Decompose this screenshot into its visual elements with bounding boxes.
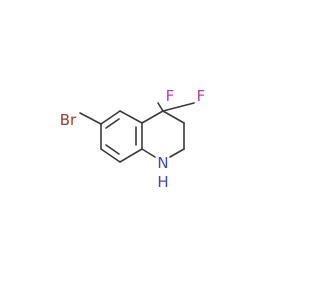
bond-c4-f2 (162, 102, 195, 112)
atom-bromine: Br (60, 111, 77, 129)
atom-nitrogen-hydrogen: H (157, 173, 168, 191)
bond-c7-c8-inner (105, 144, 120, 155)
bond-c4a-c4 (141, 110, 164, 124)
atom-fluorine-right: F (197, 87, 206, 105)
bond-c8-c8a (119, 148, 143, 163)
bond-c4-f1 (157, 102, 164, 112)
structure-canvas: Br F F N H (60, 87, 206, 191)
benzene-ring (100, 110, 143, 163)
atom-fluorine-left: F (166, 87, 175, 105)
saturated-ring (141, 110, 185, 158)
bond-c5-c6-inner (105, 118, 120, 129)
bond-c2-n1 (169, 148, 185, 158)
atom-nitrogen: N (157, 154, 168, 172)
bond-c7-c8 (100, 148, 121, 163)
substituent-bonds (79, 102, 195, 125)
bond-c6-br (79, 112, 102, 125)
bond-n1-c8a (141, 148, 156, 158)
bond-c4-c3 (162, 110, 185, 124)
bond-c5-c6 (100, 110, 121, 125)
bond-c4a-c5 (119, 110, 143, 124)
